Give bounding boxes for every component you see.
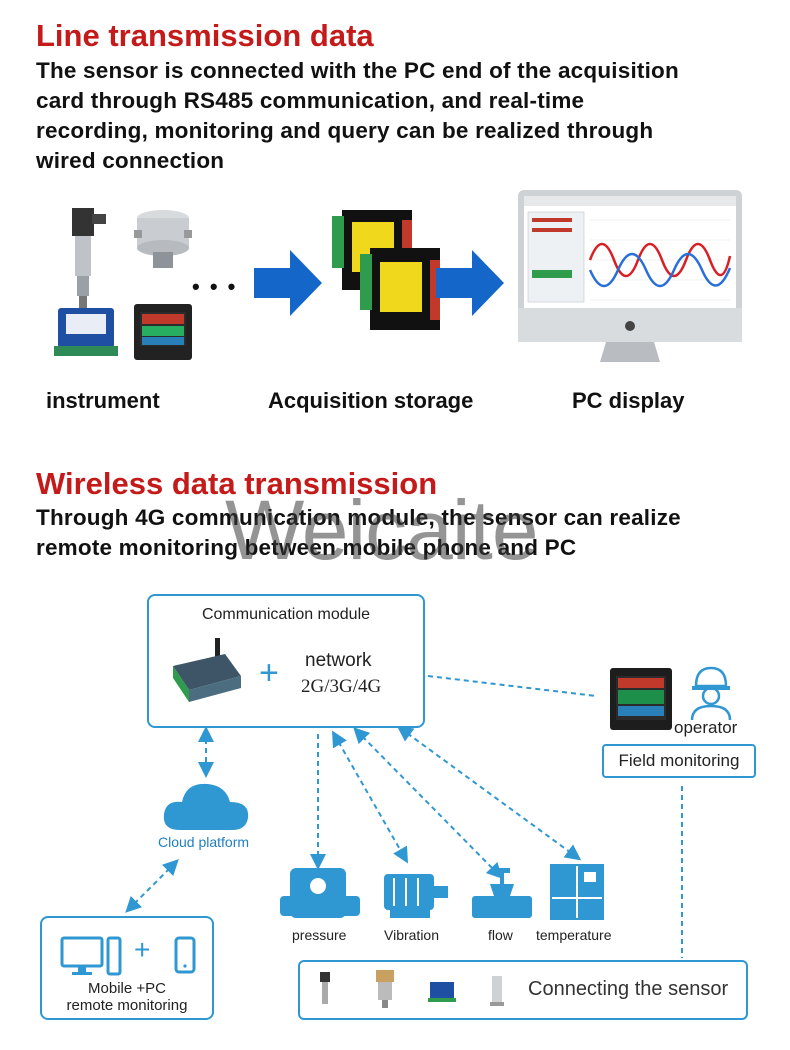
silver-transmitter-icon [134, 210, 192, 268]
section1-line: The sensor is connected with the PC end … [36, 58, 679, 83]
cloud-platform-label: Cloud platform [158, 834, 250, 850]
router-icon [173, 638, 241, 702]
sensor-label-temperature: temperature [536, 927, 612, 943]
communication-module-title: Communication module [201, 606, 371, 623]
mobile-phone-icon [174, 936, 196, 974]
section1-line: recording, monitoring and query can be r… [36, 118, 654, 143]
instrument-group-icon [54, 208, 192, 360]
remote-line2: remote monitoring [66, 997, 188, 1014]
arrow-right-icon [436, 250, 504, 316]
section2-line: remote monitoring between mobile phone a… [36, 535, 577, 560]
field-monitoring-label: Field monitoring [618, 751, 740, 770]
acquisition-module-icon [332, 210, 440, 330]
section1-line: wired connection [36, 148, 225, 173]
operator-icon [690, 666, 732, 721]
pc-monitor-icon [518, 190, 742, 362]
panel-meter-icon [610, 668, 672, 730]
arrow-right-icon [254, 250, 322, 316]
vibration-motor-icon [384, 874, 448, 918]
instrument-ellipsis: • • • [192, 274, 238, 299]
plus-icon: + [134, 934, 151, 965]
pressure-transmitter-icon [72, 208, 106, 308]
sensor-label-pressure: pressure [292, 927, 347, 943]
temperature-cabinet-icon [550, 864, 604, 920]
cloud-icon [163, 783, 249, 830]
operator-label: operator [674, 718, 738, 737]
connecting-sensor-box: Connecting the sensor [298, 960, 748, 1020]
sensor-label-flow: flow [488, 927, 513, 943]
desktop-pc-icon [60, 936, 122, 976]
communication-module-box: Communication module + network 2G/3G/4G [147, 594, 425, 728]
stage-label-acquisition: Acquisition storage [268, 388, 474, 413]
panel-meter-icon [134, 304, 192, 360]
sensor-label-vibration: Vibration [384, 927, 440, 943]
pressure-tank-icon [280, 868, 360, 918]
remote-monitoring-box: + Mobile +PC remote monitoring [40, 916, 214, 1020]
section2-line: Through 4G communication module, the sen… [36, 505, 681, 530]
flow-valve-icon [472, 868, 532, 918]
section2-title: Wireless data transmission [36, 466, 438, 501]
section1-description: The sensor is connected with the PC end … [36, 56, 776, 176]
connecting-sensor-label: Connecting the sensor [528, 978, 729, 1000]
stage-label-pc-display: PC display [572, 388, 685, 413]
stage-label-instrument: instrument [46, 388, 160, 413]
section2-description: Through 4G communication module, the sen… [36, 503, 776, 563]
remote-line1: Mobile +PC [88, 980, 166, 997]
network-label: network [305, 650, 372, 671]
network-bands: 2G/3G/4G [301, 676, 382, 697]
sensor-thumb-icon [320, 970, 504, 1008]
signal-isolator-icon [54, 308, 118, 356]
field-monitoring-box: Field monitoring [602, 744, 756, 778]
section1-title: Line transmission data [36, 18, 374, 53]
plus-icon: + [259, 654, 279, 692]
section1-line: card through RS485 communication, and re… [36, 88, 585, 113]
